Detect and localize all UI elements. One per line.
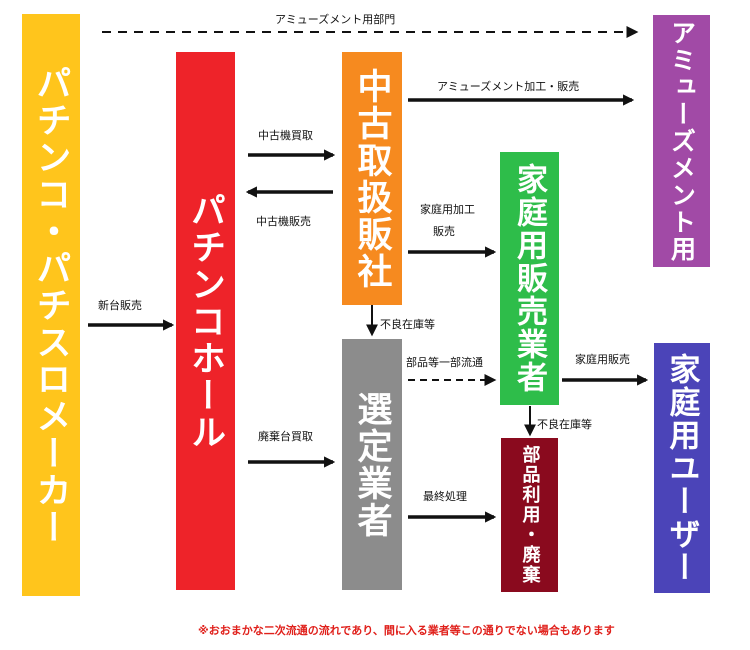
edge-label-home-processing-1: 家庭用加工 [420,203,475,216]
edge-label-disposal-purchase: 廃棄台買取 [258,430,313,443]
node-parts-disposal-label: 部品利用・廃棄 [519,445,541,585]
node-amusement: アミューズメント用 [653,15,710,267]
edge-label-used-purchase: 中古機買取 [258,129,313,142]
edge-label-defect-stock-1: 不良在庫等 [380,318,435,331]
node-maker-label: パチンコ・パチスロメーカー [30,64,71,546]
edge-label-defect-stock-2: 不良在庫等 [537,418,592,431]
node-maker: パチンコ・パチスロメーカー [22,14,80,596]
node-sorter-label: 選定業者 [351,390,392,539]
node-home-user: 家庭用ユーザー [654,343,710,593]
edge-label-used-sales: 中古機販売 [256,215,311,228]
node-used-dealer: 中古取扱販社 [342,52,402,305]
footnote: ※おおまかな二次流通の流れであり、間に入る業者等この通りでない場合もあります [198,624,615,637]
node-home-dealer-label: 家庭用販売業者 [511,163,547,394]
node-used-dealer-label: 中古取扱販社 [351,67,392,290]
node-parts-disposal: 部品利用・廃棄 [501,438,558,592]
edge-label-final-processing: 最終処理 [423,490,467,503]
node-hall: パチンコホール [176,52,235,590]
edge-label-amusement-processing: アミューズメント加工・販売 [437,80,580,93]
node-amusement-label: アミューズメント用 [667,19,697,263]
node-home-user-label: 家庭用ユーザー [663,352,700,584]
edge-label-home-sales: 家庭用販売 [575,353,630,366]
edge-label-new-sales: 新台販売 [98,299,142,312]
node-sorter: 選定業者 [342,339,402,590]
edge-label-home-processing-2: 販売 [433,225,455,238]
node-home-dealer: 家庭用販売業者 [500,152,559,405]
edge-label-amusement-dept: アミューズメント用部門 [275,13,396,26]
node-hall-label: パチンコホール [185,191,225,451]
edge-label-parts-circulation: 部品等一部流通 [406,356,483,369]
